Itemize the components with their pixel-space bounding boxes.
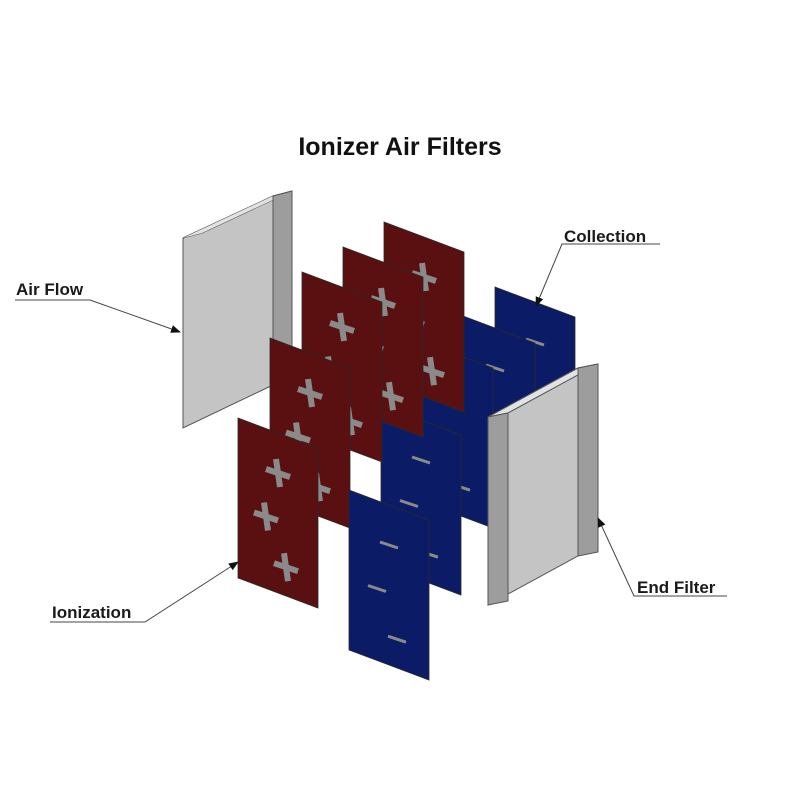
plus-mark-icon (273, 552, 299, 582)
air-flow-filter (182, 190, 293, 429)
plus-mark-icon (378, 381, 404, 411)
plate-stack (182, 190, 599, 681)
plus-mark-icon (253, 502, 279, 531)
minus-mark-icon (485, 363, 505, 373)
minus-mark-icon (367, 584, 387, 593)
collection-label: Collection (564, 227, 646, 246)
collection-leader (535, 243, 660, 307)
minus-mark-icon (399, 499, 419, 508)
plus-mark-icon (265, 458, 291, 488)
ionization-label: Ionization (52, 603, 131, 622)
plus-mark-icon (297, 378, 323, 408)
end-filter-label: End Filter (637, 578, 716, 597)
ionization-leader (50, 561, 239, 623)
end-filter-leader (597, 517, 727, 597)
plus-mark-icon (329, 312, 355, 342)
minus-mark-icon (411, 455, 431, 465)
minus-mark-icon (525, 337, 545, 347)
plus-mark-icon (419, 356, 445, 386)
end-filter (487, 363, 599, 606)
air-flow-label: Air Flow (16, 280, 84, 299)
ionization-plate (237, 417, 319, 609)
collection-plate (348, 489, 430, 681)
minus-mark-icon (379, 540, 399, 550)
diagram-title: Ionizer Air Filters (298, 133, 501, 161)
minus-mark-icon (387, 634, 407, 644)
air-flow-leader (15, 299, 181, 333)
